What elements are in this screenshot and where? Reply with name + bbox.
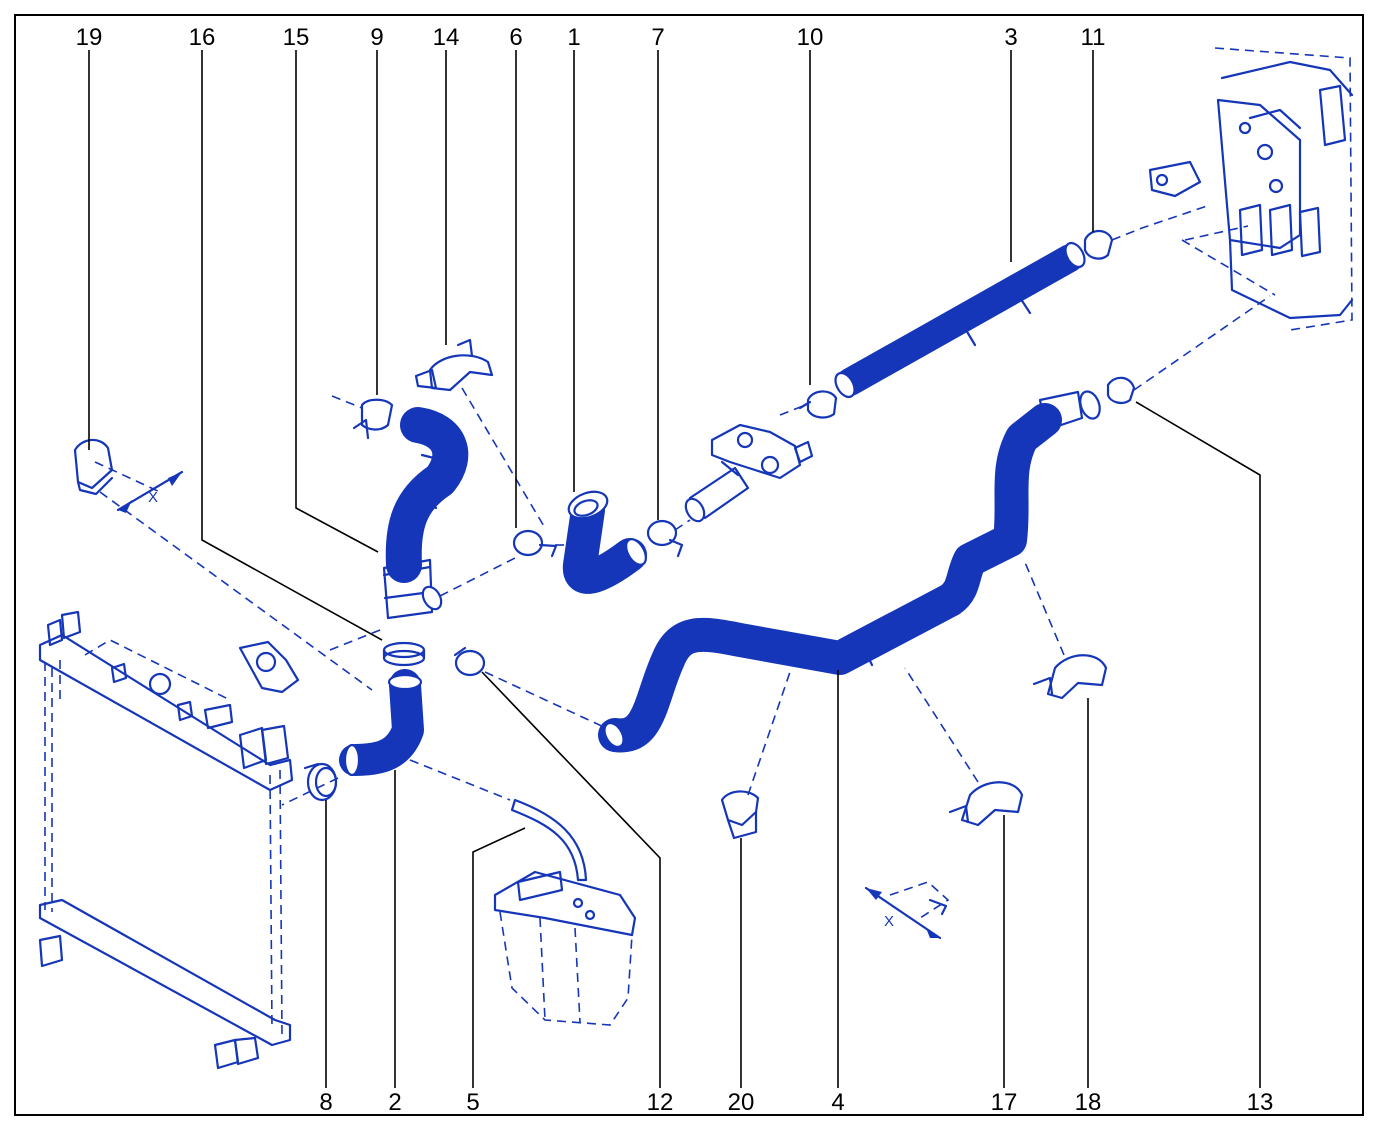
clamp-19 bbox=[73, 438, 114, 496]
section-x-label: X bbox=[884, 913, 894, 930]
clamp-9 bbox=[352, 398, 394, 440]
radiator bbox=[38, 610, 300, 1070]
callout-7: 7 bbox=[651, 24, 665, 51]
hose-4 bbox=[598, 390, 1101, 753]
hose-3 bbox=[834, 241, 1086, 399]
callout-16: 16 bbox=[188, 24, 216, 51]
callout-9: 9 bbox=[370, 24, 384, 51]
clamp-17 bbox=[948, 781, 1024, 827]
callout-15: 15 bbox=[282, 24, 310, 51]
callout-18: 18 bbox=[1074, 1089, 1102, 1116]
callout-17: 17 bbox=[990, 1089, 1018, 1116]
clamp-7 bbox=[646, 519, 684, 558]
expansion-tank bbox=[493, 798, 637, 1026]
clamp-14 bbox=[414, 338, 494, 392]
callout-19: 19 bbox=[75, 24, 103, 51]
clamp-10 bbox=[798, 390, 838, 419]
thermostat-housing bbox=[684, 423, 814, 523]
clamp-18 bbox=[1032, 654, 1108, 700]
section-x-bottom: X bbox=[864, 881, 950, 940]
callout-11: 11 bbox=[1080, 24, 1106, 51]
callout-2: 2 bbox=[388, 1089, 402, 1116]
callout-1: 1 bbox=[567, 24, 581, 51]
clamp-6 bbox=[512, 529, 558, 558]
hose-1 bbox=[562, 490, 647, 594]
section-x-left: X bbox=[94, 461, 184, 513]
callout-20: 20 bbox=[727, 1089, 755, 1116]
callout-8: 8 bbox=[319, 1089, 333, 1116]
clamp-20 bbox=[720, 790, 760, 840]
callout-4: 4 bbox=[831, 1089, 845, 1116]
callout-10: 10 bbox=[796, 24, 824, 51]
hose-2 bbox=[339, 669, 424, 777]
callout-12: 12 bbox=[646, 1089, 674, 1116]
clamp-16 bbox=[382, 641, 426, 667]
callout-6: 6 bbox=[509, 24, 523, 51]
section-x-label: X bbox=[148, 489, 158, 506]
hose-15 bbox=[382, 407, 469, 620]
engine-block bbox=[1148, 47, 1354, 331]
clamp-11 bbox=[1083, 229, 1114, 260]
clamp-12 bbox=[453, 646, 486, 677]
clamp-13 bbox=[1106, 376, 1136, 404]
callout-3: 3 bbox=[1004, 24, 1018, 51]
callout-14: 14 bbox=[432, 24, 460, 51]
clamp-8 bbox=[303, 762, 338, 802]
diagram-frame bbox=[14, 14, 1364, 1116]
callout-5: 5 bbox=[466, 1089, 480, 1116]
assembly-lines bbox=[99, 204, 1271, 806]
leader-lines bbox=[88, 50, 1261, 1088]
callout-13: 13 bbox=[1246, 1089, 1274, 1116]
